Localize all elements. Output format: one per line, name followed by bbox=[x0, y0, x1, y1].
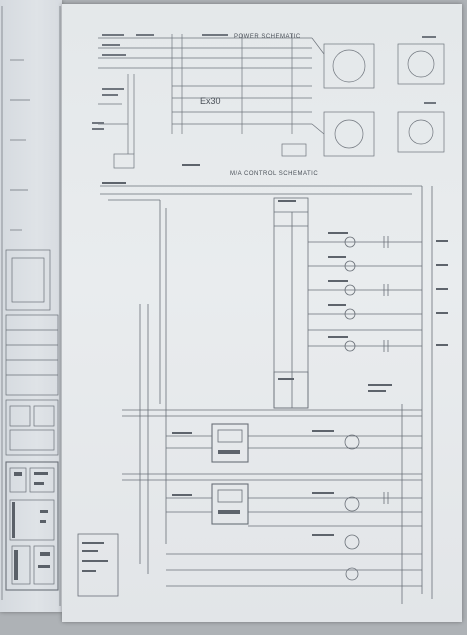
left-drawing-sheet bbox=[0, 0, 62, 612]
control-schematic-heading: M/A CONTROL SCHEMATIC bbox=[230, 171, 318, 177]
power-schematic-linework bbox=[98, 34, 445, 169]
schematic-drawing: POWER SCHEMATIC Ex30 M/A CONTROL SCHEMAT… bbox=[77, 34, 448, 604]
schematic-note-label: Ex30 bbox=[200, 96, 221, 106]
control-schematic-marks bbox=[82, 164, 448, 572]
power-schematic-heading: POWER SCHEMATIC bbox=[234, 34, 301, 40]
main-drawing-sheet: POWER SCHEMATIC Ex30 M/A CONTROL SCHEMAT… bbox=[62, 4, 462, 622]
power-schematic-small-labels bbox=[92, 34, 436, 130]
left-sheet-linework bbox=[1, 6, 61, 606]
control-schematic-linework bbox=[77, 185, 433, 604]
